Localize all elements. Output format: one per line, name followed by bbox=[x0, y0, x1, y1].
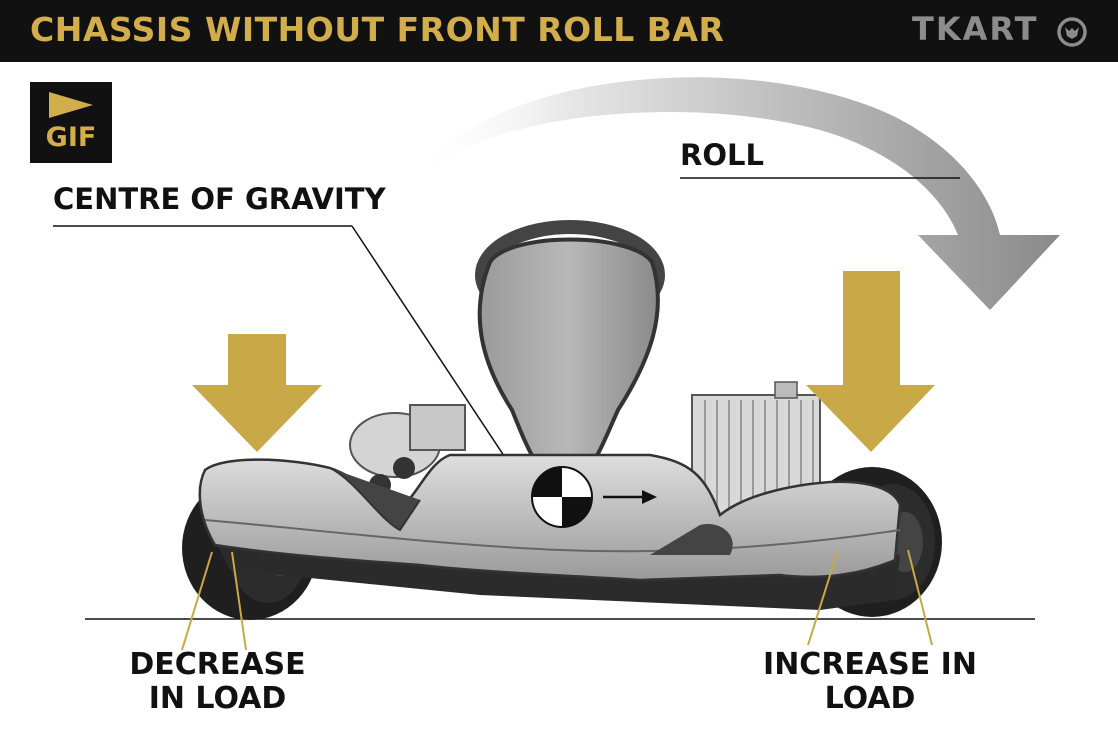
header-bar: CHASSIS WITHOUT FRONT ROLL BAR TKART bbox=[0, 0, 1118, 62]
decrease-leader-line bbox=[231, 551, 247, 651]
centre-of-gravity-icon bbox=[531, 466, 593, 528]
seat bbox=[477, 237, 660, 488]
engine bbox=[349, 404, 466, 496]
page-title: CHASSIS WITHOUT FRONT ROLL BAR bbox=[30, 10, 725, 49]
increase-leader-line bbox=[907, 549, 933, 646]
gif-badge[interactable]: GIF bbox=[30, 82, 112, 163]
roll-label: ROLL bbox=[680, 138, 764, 172]
gif-label: GIF bbox=[45, 122, 97, 153]
centre-of-gravity-label: CENTRE OF GRAVITY bbox=[53, 182, 386, 216]
cog-shift-arrow-icon bbox=[603, 490, 657, 504]
increase-leader-line bbox=[807, 549, 839, 646]
decrease-leader-line bbox=[181, 551, 213, 651]
down-arrow-icon bbox=[806, 271, 935, 452]
cog-leader-line bbox=[351, 225, 521, 481]
curved-arrow-icon bbox=[410, 77, 1060, 310]
down-arrow-icon bbox=[192, 334, 322, 452]
tkart-logo-icon bbox=[1057, 17, 1087, 47]
play-icon bbox=[49, 92, 93, 118]
increase-in-load-label: INCREASE IN LOAD bbox=[763, 647, 977, 716]
brand-name: TKART bbox=[912, 10, 1039, 48]
decrease-in-load-label: DECREASE IN LOAD bbox=[129, 647, 306, 716]
